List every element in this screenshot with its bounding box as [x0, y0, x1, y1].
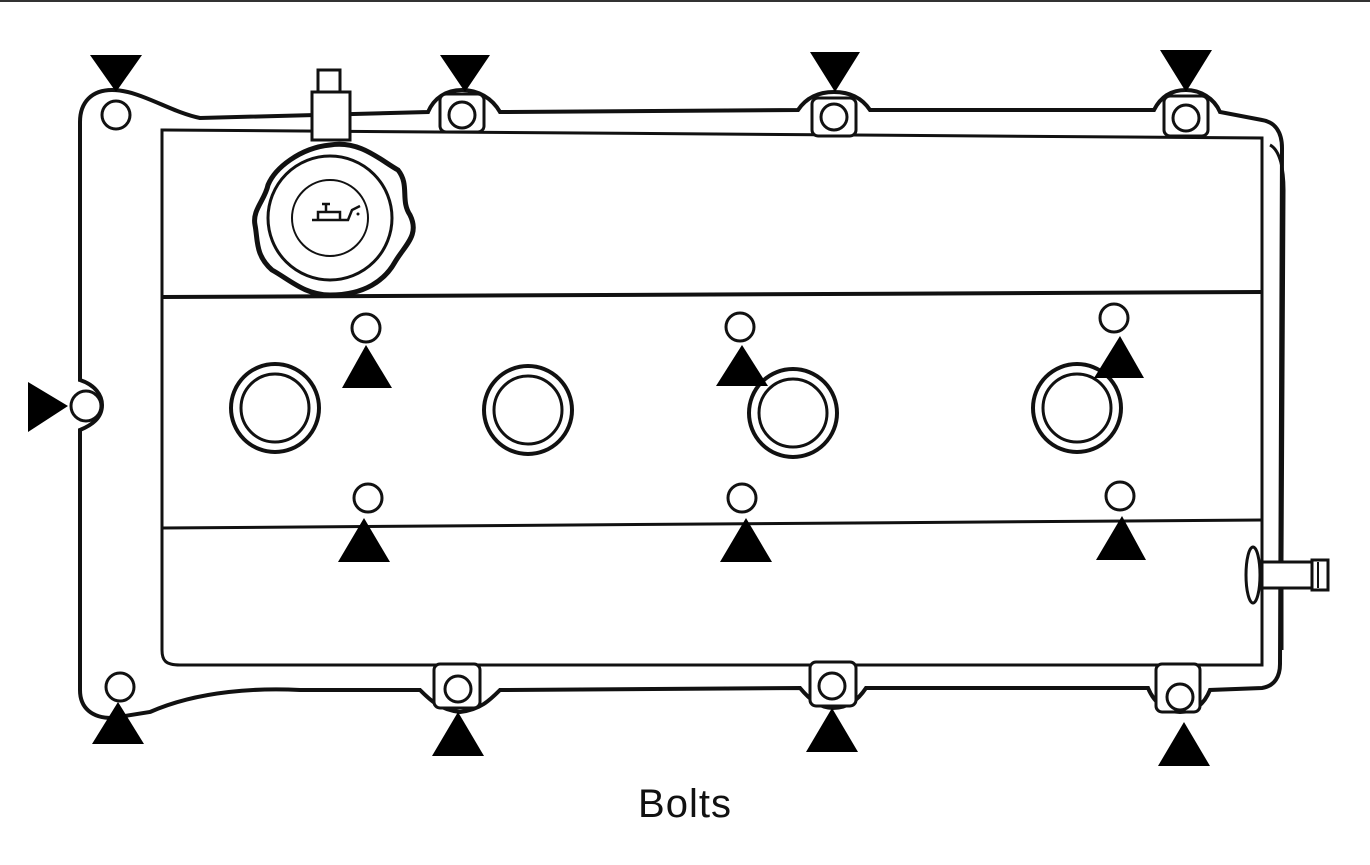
triangle-pointer-icon — [720, 518, 772, 562]
triangle-pointer-icon — [28, 382, 68, 432]
valve-cover-inner-outline — [160, 128, 1264, 667]
triangle-pointer-icon — [1096, 516, 1146, 560]
breather-fitting — [1244, 545, 1330, 605]
triangle-pointer-icon — [90, 55, 142, 92]
triangle-pointer-icon — [432, 712, 484, 756]
bolt-hole — [724, 311, 756, 343]
triangle-pointer-icon — [338, 518, 390, 562]
bolt-hole — [443, 674, 473, 704]
spark-plug-hole — [482, 364, 574, 456]
oil-can-icon — [312, 202, 361, 222]
triangle-pointer-icon — [1160, 50, 1212, 92]
bolt-hole — [817, 671, 847, 701]
spark-plug-hole — [1031, 362, 1123, 454]
bolt-hole — [352, 482, 384, 514]
bolt-hole — [100, 99, 132, 131]
oil-filler-cap — [252, 68, 416, 298]
bolt-hole — [819, 102, 849, 132]
diagram-caption: Bolts — [638, 782, 732, 826]
bolt-hole — [447, 100, 477, 130]
triangle-pointer-icon — [1158, 722, 1210, 766]
bolt-hole — [1104, 480, 1136, 512]
spark-plug-hole — [229, 362, 321, 454]
spark-plug-hole — [747, 367, 839, 459]
triangle-pointer-icon — [806, 708, 858, 752]
bolt-hole — [69, 389, 103, 423]
right-pipe — [1269, 143, 1286, 650]
bolt-hole — [1165, 682, 1195, 712]
center-band-bottom-line — [161, 518, 1263, 530]
bolt-hole — [350, 312, 382, 344]
triangle-pointer-icon — [440, 55, 490, 92]
triangle-pointer-icon — [92, 702, 144, 744]
bolt-hole — [1098, 302, 1130, 334]
bolt-hole — [104, 671, 136, 703]
triangle-pointer-icon — [1094, 336, 1144, 378]
bolt-hole — [1171, 103, 1201, 133]
triangle-pointer-icon — [342, 345, 392, 388]
triangle-pointer-icon — [716, 345, 768, 386]
top-border-line — [0, 0, 1370, 2]
triangle-pointer-icon — [810, 52, 860, 92]
bolt-hole — [726, 482, 758, 514]
